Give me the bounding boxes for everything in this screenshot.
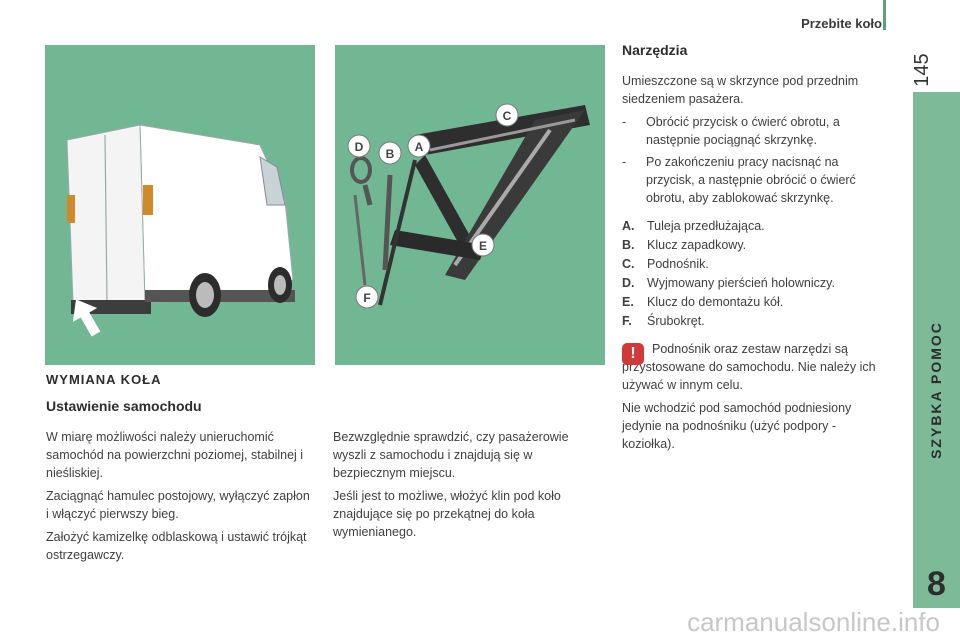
legend-item: D. Wyjmowany pierścień holowniczy.: [622, 274, 884, 292]
chapter-side-tab-label: SZYBKA POMOC: [928, 321, 944, 459]
chapter-number: 8: [927, 565, 946, 603]
header-divider: [883, 0, 886, 30]
bullet-text: Obrócić przycisk o ćwierć obrotu, a nast…: [646, 115, 840, 147]
warning-block: ! Podnośnik oraz zestaw narzędzi są przy…: [622, 340, 884, 394]
warning-text: Podnośnik oraz zestaw narzędzi są przyst…: [622, 342, 876, 392]
safety-text: Bezwzględnie sprawdzić, czy pasażerowie …: [333, 428, 603, 546]
tools-intro: Umieszczone są w skrzynce pod przednim s…: [622, 74, 859, 106]
callout-b: B: [386, 147, 395, 161]
paragraph: Zaciągnąć hamulec postojowy, wyłączyć za…: [46, 489, 310, 521]
section-title: WYMIANA KOŁA: [46, 372, 162, 387]
legend-text: Śrubokręt.: [647, 314, 705, 328]
chapter-number-box: [913, 560, 960, 608]
tools-illustration: C D B A E F: [335, 45, 605, 365]
legend-text: Tuleja przedłużająca.: [647, 219, 765, 233]
legend-item: A. Tuleja przedłużająca.: [622, 217, 884, 235]
jack-safety-note: Nie wchodzić pod samochód podniesiony je…: [622, 401, 852, 451]
legend-letter: A.: [622, 219, 635, 233]
legend-letter: F.: [622, 314, 632, 328]
legend-item: B. Klucz zapadkowy.: [622, 236, 884, 254]
legend-item: C. Podnośnik.: [622, 255, 884, 273]
legend-letter: C.: [622, 257, 635, 271]
jack-and-tools-icon: C D B A E F: [347, 103, 590, 309]
legend-letter: D.: [622, 276, 635, 290]
bullet-dash: -: [622, 155, 627, 169]
vehicle-positioning-text: W miarę możliwości należy unieruchomić s…: [46, 428, 316, 569]
header-title: Przebite koło: [801, 16, 882, 31]
callout-c: C: [503, 109, 512, 123]
paragraph: Bezwzględnie sprawdzić, czy pasażerowie …: [333, 430, 569, 480]
legend-text: Klucz do demontażu kół.: [647, 295, 784, 309]
tools-legend: A. Tuleja przedłużająca. B. Klucz zapadk…: [622, 217, 884, 330]
tools-title: Narzędzia: [622, 42, 688, 58]
paragraph: W miarę możliwości należy unieruchomić s…: [46, 430, 304, 480]
van-illustration: [45, 45, 315, 365]
tools-text: Umieszczone są w skrzynce pod przednim s…: [622, 72, 884, 458]
callout-a: A: [415, 140, 424, 154]
legend-text: Klucz zapadkowy.: [647, 238, 747, 252]
bullet-dash: -: [622, 115, 627, 129]
legend-text: Wyjmowany pierścień holowniczy.: [647, 276, 835, 290]
bullet-item: - Po zakończeniu pracy nacisnąć na przyc…: [622, 153, 884, 207]
van-rear-icon: [66, 124, 295, 337]
legend-letter: B.: [622, 238, 635, 252]
paragraph: Jeśli jest to możliwe, włożyć klin pod k…: [333, 489, 561, 539]
legend-text: Podnośnik.: [647, 257, 709, 271]
bullet-text: Po zakończeniu pracy nacisnąć na przycis…: [646, 155, 856, 205]
callout-e: E: [479, 239, 487, 253]
subsection-title: Ustawienie samochodu: [46, 398, 202, 414]
callout-d: D: [355, 140, 364, 154]
warning-icon: !: [622, 343, 644, 365]
callout-f: F: [363, 291, 370, 305]
legend-item: F. Śrubokręt.: [622, 312, 884, 330]
legend-letter: E.: [622, 295, 634, 309]
bullet-item: - Obrócić przycisk o ćwierć obrotu, a na…: [622, 113, 884, 149]
paragraph: Założyć kamizelkę odblaskową i ustawić t…: [46, 530, 307, 562]
watermark: carmanualsonline.info: [687, 607, 940, 637]
chapter-side-tab: [913, 92, 960, 560]
page-number: 145: [911, 53, 933, 87]
legend-item: E. Klucz do demontażu kół.: [622, 293, 884, 311]
